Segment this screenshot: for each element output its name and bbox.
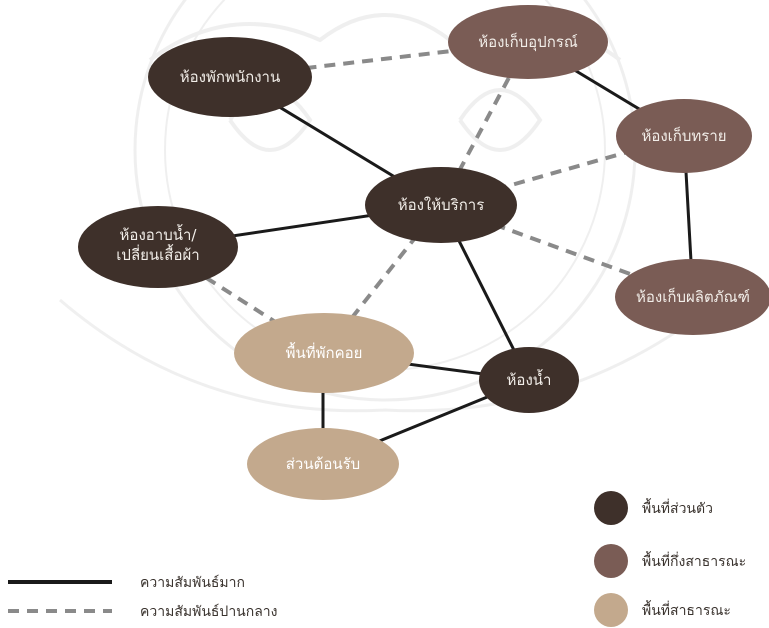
node-reception: ส่วนต้อนรับ: [247, 428, 399, 500]
node-equipment-storage: ห้องเก็บอุปกรณ์: [448, 5, 608, 79]
link-shower-waiting: [156, 245, 326, 355]
node-staff-room: ห้องพักพนักงาน: [148, 37, 312, 117]
node-label: ห้องให้บริการ: [398, 196, 485, 214]
node-label: ห้องเก็บผลิตภัณฑ์: [636, 287, 750, 306]
node-shower-changing: ห้องอาบน้ำ/ เปลี่ยนเสื้อผ้า: [78, 206, 238, 288]
node-waiting-area: พื้นที่พักคอย: [234, 313, 414, 393]
node-product-storage: ห้องเก็บผลิตภัณฑ์: [615, 259, 769, 335]
legend-label-semi-public: พื้นที่กึ่งสาธารณะ: [642, 551, 746, 570]
legend-label-medium: ความสัมพันธ์ปานกลาง: [140, 603, 278, 620]
legend-zones: พื้นที่ส่วนตัว พื้นที่กึ่งสาธารณะ พื้นที…: [594, 491, 746, 627]
node-label-line1: ห้องอาบน้ำ/: [120, 224, 198, 244]
node-label: ห้องเก็บอุปกรณ์: [478, 32, 578, 52]
node-sand-storage: ห้องเก็บทราย: [616, 99, 752, 173]
legend-swatch-public: [594, 593, 628, 627]
node-toilet: ห้องน้ำ: [479, 347, 579, 413]
node-label: ห้องน้ำ: [507, 369, 552, 389]
legend-label-public: พื้นที่สาธารณะ: [642, 600, 731, 619]
legend-label-private: พื้นที่ส่วนตัว: [642, 498, 713, 517]
legend-swatch-semi-public: [594, 544, 628, 578]
node-service-room: ห้องให้บริการ: [365, 167, 517, 243]
node-label: ห้องเก็บทราย: [641, 126, 726, 145]
node-label: ส่วนต้อนรับ: [286, 455, 360, 473]
node-label: ห้องพักพนักงาน: [180, 68, 280, 86]
node-label: พื้นที่พักคอย: [286, 342, 363, 362]
legend-swatch-private: [594, 491, 628, 525]
legend-label-strong: ความสัมพันธ์มาก: [140, 574, 245, 591]
legend-lines: ความสัมพันธ์มาก ความสัมพันธ์ปานกลาง: [8, 574, 278, 620]
node-label-line2: เปลี่ยนเสื้อผ้า: [116, 244, 199, 264]
